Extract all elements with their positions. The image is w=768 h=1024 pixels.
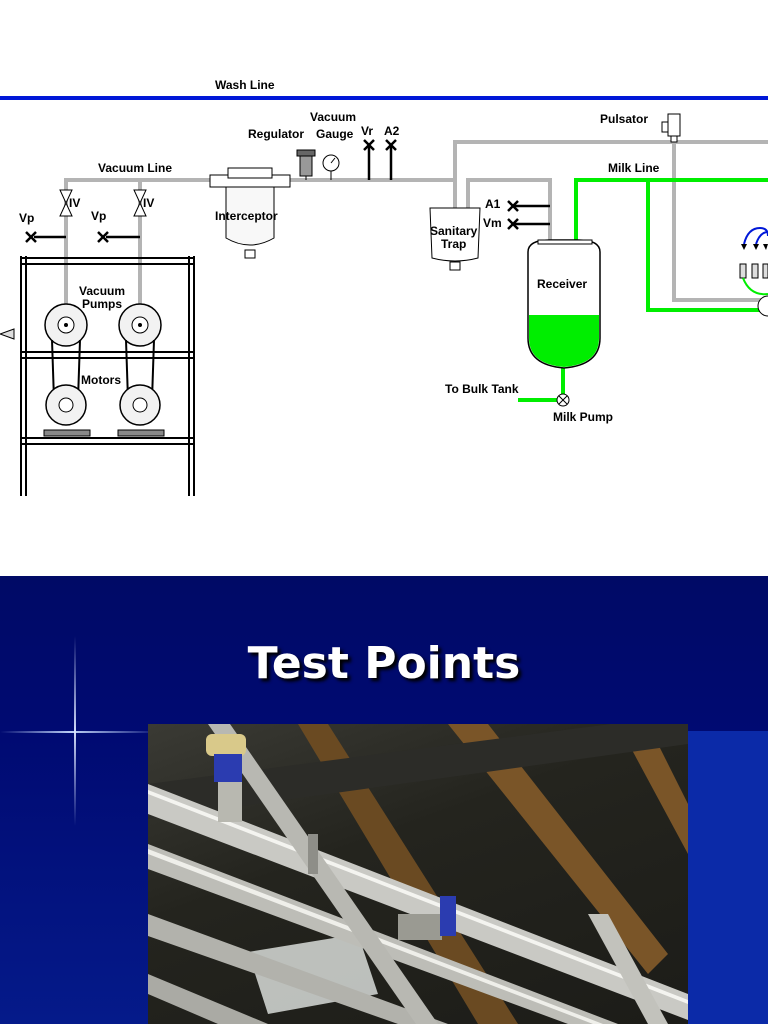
valve-blue	[214, 754, 242, 782]
vacuum-line-pipe	[64, 140, 768, 310]
motor-left	[43, 384, 91, 437]
pipe	[148, 974, 268, 1024]
receiver-label: Receiver	[537, 277, 587, 291]
sanitary-trap	[429, 207, 481, 271]
a2-test-point-icon	[385, 139, 397, 180]
interceptor	[209, 167, 291, 259]
sparkle-horizontal-decoration	[0, 731, 160, 733]
pipe	[148, 914, 448, 1024]
diagram-canvas: Wash Line Vacuum Line Vacuum Regulator G…	[0, 78, 768, 496]
sanitary-label: Sanitary	[430, 224, 478, 238]
vacuum-regulator-icon	[296, 149, 316, 180]
pipe	[588, 914, 668, 1024]
vacuum-gauge-icon	[322, 154, 340, 180]
milk-pump-label: Milk Pump	[553, 410, 613, 424]
milking-cluster-icon	[739, 226, 768, 317]
pulsator-label: Pulsator	[600, 112, 648, 126]
trap-label: Trap	[441, 237, 466, 251]
receiver-tank	[527, 239, 601, 369]
iv-valve-right-icon	[133, 189, 147, 217]
milk-line-label: Milk Line	[608, 161, 660, 175]
regulator-label: Regulator	[248, 127, 304, 141]
vp-right-test-point-icon	[97, 231, 140, 243]
test-point-blue	[440, 896, 456, 936]
pipe-fitting	[308, 834, 318, 874]
iv-valve-left-icon	[59, 189, 73, 217]
wash-line-label: Wash Line	[215, 78, 275, 92]
pipe-highlight	[148, 790, 688, 1004]
vp-right-label: Vp	[91, 209, 106, 223]
vp-left-label: Vp	[19, 211, 34, 225]
pulsator-icon	[661, 113, 681, 143]
vp-left-test-point-icon	[25, 231, 66, 243]
slide-panel: Test Points	[0, 576, 768, 1024]
milking-parlor-photo	[148, 724, 688, 1024]
pipe	[148, 844, 618, 1024]
a1-test-point-icon	[507, 200, 550, 212]
valve-body	[218, 782, 242, 822]
gauge-label: Gauge	[316, 127, 354, 141]
pump-stand	[20, 256, 195, 496]
valve-cap	[206, 734, 246, 756]
roof-beam	[448, 724, 668, 974]
vacuum-line-label: Vacuum Line	[98, 161, 172, 175]
iv-left-label: IV	[69, 196, 80, 210]
roof-beam	[148, 724, 688, 819]
sparkle-vertical-decoration	[74, 636, 76, 826]
vr-test-point-icon	[363, 139, 375, 180]
roof-beam	[618, 724, 688, 854]
a1-label: A1	[485, 197, 501, 211]
interceptor-label: Interceptor	[215, 209, 278, 223]
exhaust-arrow	[0, 328, 15, 340]
slide-title: Test Points	[247, 638, 521, 689]
photo-drawing	[148, 724, 688, 1024]
vacuum-pumps-label-line2: Pumps	[82, 297, 122, 311]
vm-test-point-icon	[507, 218, 550, 230]
slide-right-band	[688, 731, 768, 1024]
roof-beam	[298, 724, 518, 1024]
vacuum-pump-left	[44, 303, 88, 347]
milking-system-diagram: Wash Line Vacuum Line Vacuum Regulator G…	[0, 78, 768, 496]
milk-pump-icon	[556, 393, 570, 407]
vr-label: Vr	[361, 124, 373, 138]
vacuum-pump-right	[118, 303, 162, 347]
motors-label: Motors	[81, 373, 121, 387]
iv-right-label: IV	[143, 196, 154, 210]
vm-label: Vm	[483, 216, 502, 230]
a2-label: A2	[384, 124, 400, 138]
vacuum-label: Vacuum	[310, 110, 356, 124]
vacuum-pumps-label-line1: Vacuum	[79, 284, 125, 298]
pipe	[208, 724, 438, 1024]
test-point-valve	[398, 914, 442, 940]
to-bulk-tank-label: To Bulk Tank	[445, 382, 519, 396]
motor-right	[117, 384, 165, 437]
